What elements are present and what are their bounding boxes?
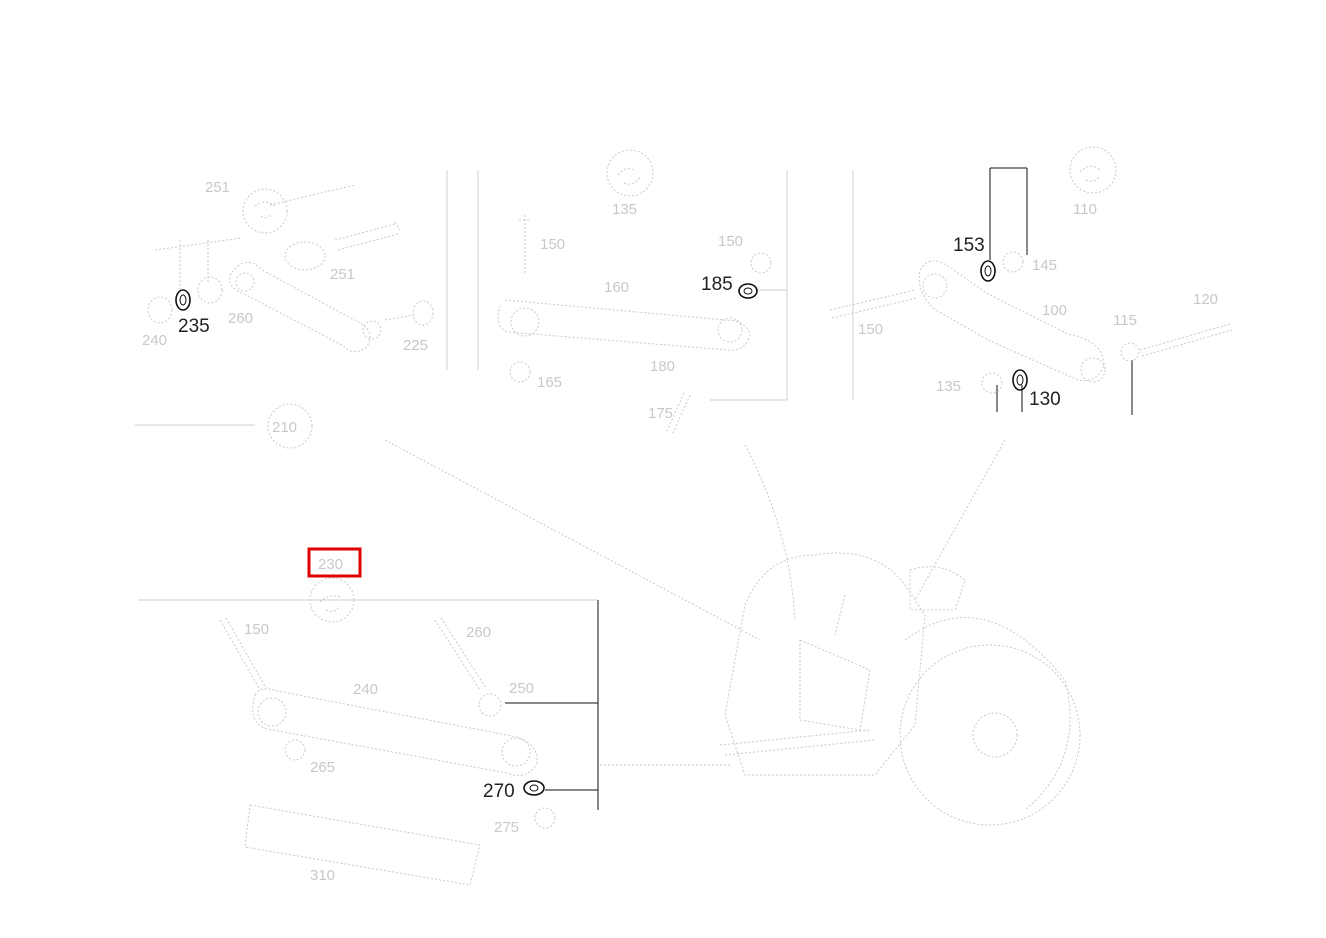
upper-middle-rod-group: 185 135 150 160 150 180 165 175: [477, 149, 788, 436]
svg-text:120: 120: [1193, 291, 1218, 308]
svg-text:165: 165: [537, 374, 562, 391]
lower-left-arm-group: 270 150 260 240 250 265 275 310: [138, 599, 599, 886]
callout-235[interactable]: 235: [178, 316, 210, 337]
svg-text:150: 150: [718, 233, 743, 250]
group-ref-circle-icon: [242, 188, 288, 234]
svg-text:150: 150: [244, 621, 269, 638]
svg-text:275: 275: [494, 819, 519, 836]
svg-text:160: 160: [604, 279, 629, 296]
svg-text:180: 180: [650, 358, 675, 375]
callout-185[interactable]: 185: [701, 274, 733, 295]
upper-left-arm-group: 235 251 251 240 260 225: [142, 170, 448, 370]
washer-153-icon: [980, 260, 996, 282]
svg-text:260: 260: [228, 310, 253, 327]
callout-270[interactable]: 270: [483, 781, 515, 802]
callout-153[interactable]: 153: [953, 235, 985, 256]
washer-270-icon: [523, 780, 545, 796]
svg-text:115: 115: [1113, 312, 1137, 329]
svg-text:150: 150: [540, 236, 565, 253]
leader-lines: [384, 439, 1006, 641]
washer-130-icon: [1012, 369, 1028, 391]
highlight-box[interactable]: [307, 547, 362, 578]
svg-text:175: 175: [648, 405, 673, 422]
ref-210-group: 210: [135, 403, 313, 449]
svg-text:110: 110: [1073, 201, 1097, 218]
svg-text:265: 265: [310, 759, 335, 776]
washer-185-icon: [738, 283, 758, 299]
svg-text:100: 100: [1042, 302, 1067, 319]
svg-text:135: 135: [936, 378, 961, 395]
washer-235-icon: [175, 289, 191, 311]
upper-right-arm-group: 153 130 110 145 100 120 115 150 135: [829, 146, 1233, 415]
svg-text:251: 251: [205, 179, 230, 196]
svg-text:240: 240: [353, 681, 378, 698]
highlighted-callout-group[interactable]: 230: [307, 547, 362, 623]
svg-text:145: 145: [1032, 257, 1057, 274]
callout-130[interactable]: 130: [1029, 389, 1061, 410]
svg-text:251: 251: [330, 266, 355, 283]
rear-axle-assembly-sketch: [600, 552, 1081, 826]
svg-text:250: 250: [509, 680, 534, 697]
svg-text:135: 135: [612, 201, 637, 218]
svg-text:230: 230: [318, 556, 343, 573]
svg-text:260: 260: [466, 624, 491, 641]
svg-text:240: 240: [142, 332, 167, 349]
group-ref-circle-icon: [606, 149, 654, 197]
group-ref-circle-icon: [1069, 146, 1117, 194]
svg-text:150: 150: [858, 321, 883, 338]
svg-text:210: 210: [272, 419, 297, 436]
svg-text:225: 225: [403, 337, 428, 354]
svg-text:310: 310: [310, 867, 335, 884]
